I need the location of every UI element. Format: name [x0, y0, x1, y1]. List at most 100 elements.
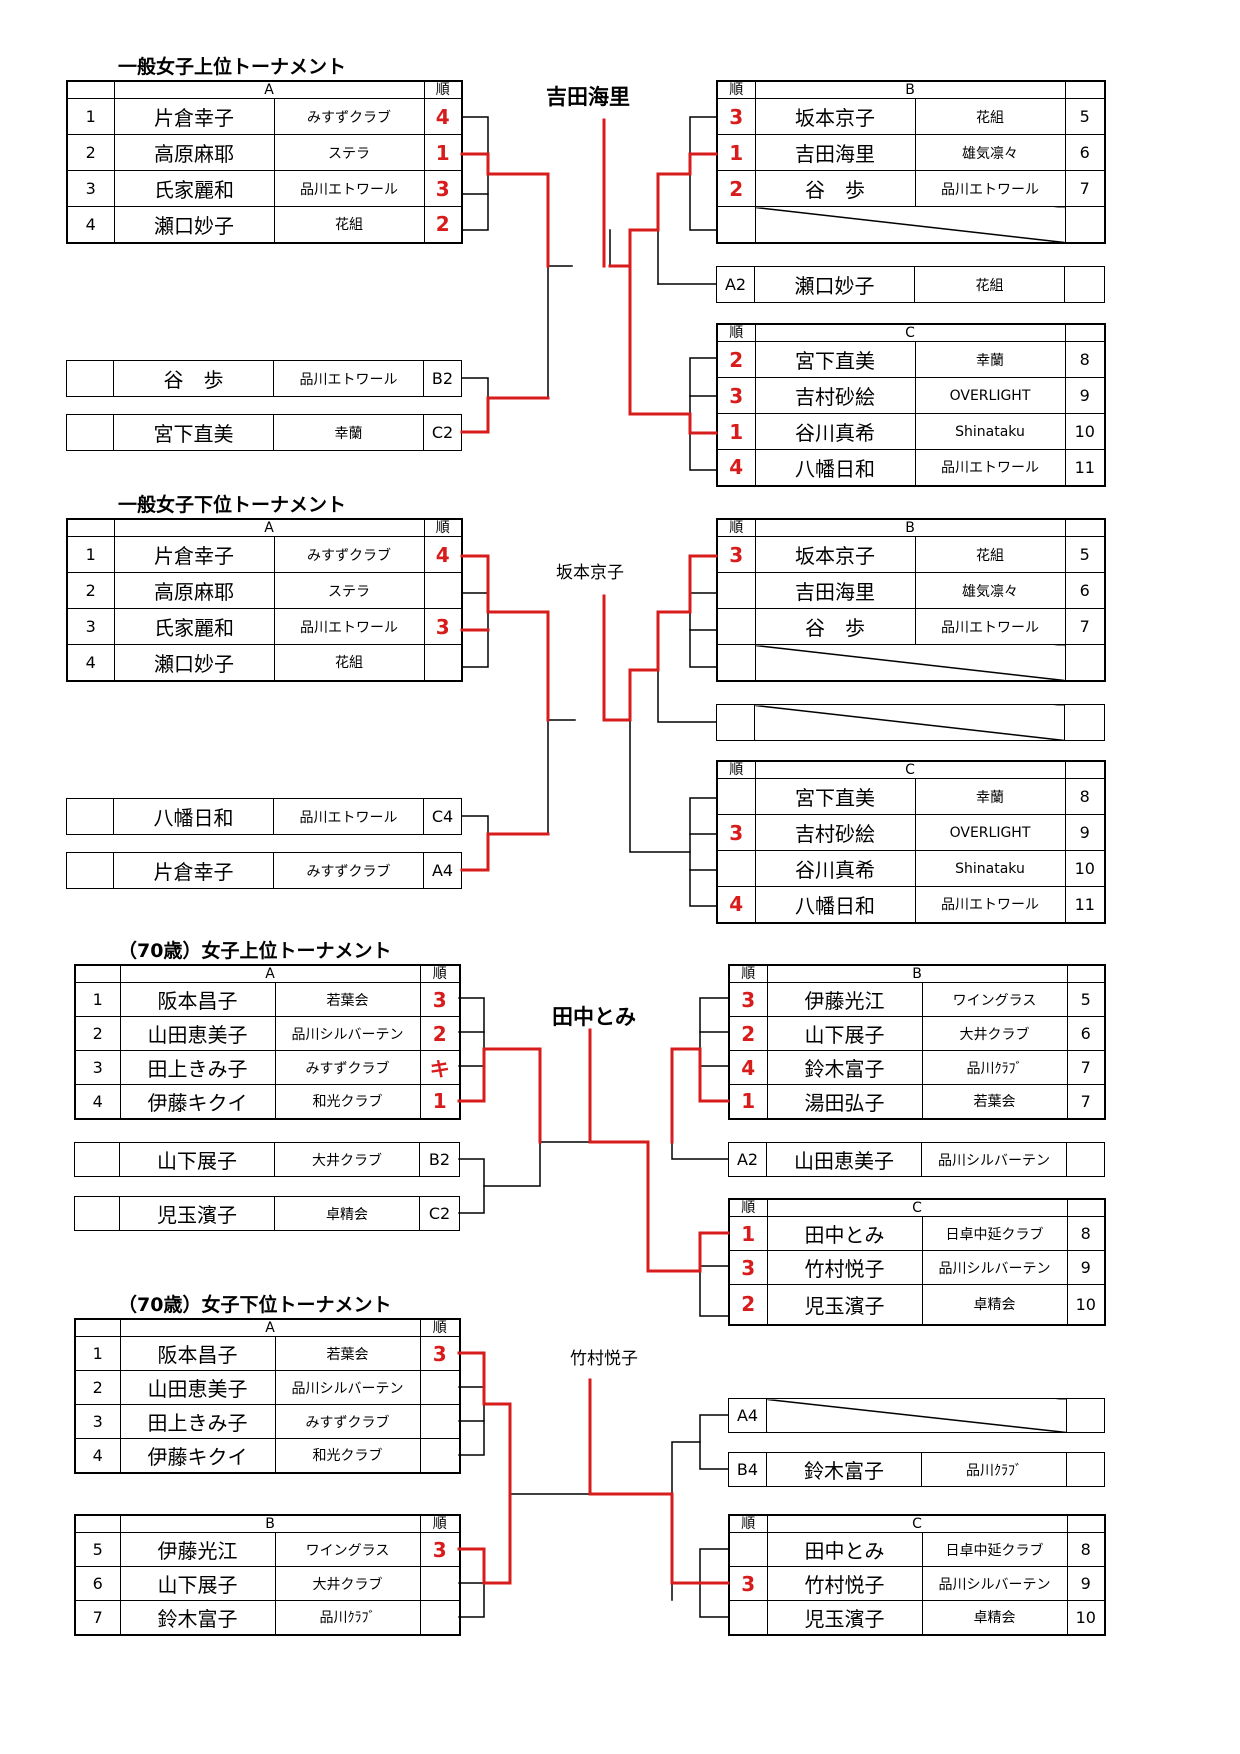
- club-name: みすずクラブ: [274, 1050, 421, 1085]
- player-name: 吉田海里: [754, 572, 916, 609]
- club-name: 日卓中延クラブ: [921, 1216, 1068, 1251]
- club-name: OVERLIGHT: [914, 377, 1066, 414]
- seed-number: 9: [1066, 1250, 1106, 1285]
- player-name: 谷 歩: [754, 608, 916, 645]
- seed-number: 4: [66, 644, 115, 681]
- rank-value: [423, 644, 463, 681]
- club-name: 品川エトワール: [914, 449, 1066, 486]
- player-name: 谷 歩: [754, 170, 916, 207]
- position-tag: C2: [419, 1196, 460, 1231]
- bracket-lines-red: [457, 1028, 730, 1273]
- player-name: 片倉幸子: [113, 98, 275, 135]
- club-name: 品川シルバーテン: [921, 1142, 1067, 1177]
- player-name: 片倉幸子: [113, 852, 274, 889]
- club-name: 和光クラブ: [274, 1084, 421, 1119]
- club-name: 品川エトワール: [273, 608, 425, 645]
- position-tag: C4: [423, 798, 462, 835]
- player-name: 谷 歩: [113, 360, 274, 397]
- bracket-lines-red: [457, 1351, 730, 1585]
- club-name: 卓精会: [921, 1284, 1068, 1325]
- club-name: 品川エトワール: [273, 360, 424, 397]
- player-name: 伊藤キクイ: [119, 1438, 276, 1473]
- player-name: 山下展子: [119, 1142, 275, 1177]
- player-name: 高原麻耶: [113, 134, 275, 171]
- seed-number: 8: [1064, 341, 1106, 378]
- player-name: 田中とみ: [766, 1216, 923, 1251]
- seed-number: 10: [1064, 413, 1106, 450]
- club-name: みすずクラブ: [273, 536, 425, 573]
- player-name: 片倉幸子: [113, 536, 275, 573]
- player-name: 鈴木富子: [766, 1452, 922, 1487]
- club-name: 品川エトワール: [914, 170, 1066, 207]
- player-name: 宮下直美: [113, 414, 274, 451]
- seed-number: 7: [1064, 608, 1106, 645]
- club-name: 若葉会: [921, 1084, 1068, 1119]
- club-name: OVERLIGHT: [914, 814, 1066, 851]
- club-name: 品川シルバーテン: [274, 1016, 421, 1051]
- bracket-lines-red: [460, 554, 718, 872]
- club-name: 品川エトワール: [914, 886, 1066, 923]
- seed-number: 9: [1066, 1566, 1106, 1601]
- club-name: 品川ｸﾗﾌﾞ: [921, 1452, 1067, 1487]
- rank-header: 順: [728, 1198, 768, 1217]
- bracket-lines-black: [461, 555, 717, 907]
- club-name: みすずクラブ: [273, 98, 425, 135]
- player-name: 伊藤光江: [119, 1532, 276, 1567]
- empty-slot: [766, 1398, 1067, 1433]
- section-title: 一般女子上位トーナメント: [118, 56, 347, 78]
- seed-number: 7: [1066, 1050, 1106, 1085]
- player-name: 山下展子: [766, 1016, 923, 1051]
- player-name: 山田恵美子: [766, 1142, 922, 1177]
- rank-header: 順: [716, 760, 756, 779]
- seed-number: 2: [74, 1370, 121, 1405]
- position-tag: A2: [728, 1142, 767, 1177]
- club-name: ワイングラス: [921, 982, 1068, 1017]
- club-name: 品川ｸﾗﾌﾞ: [921, 1050, 1068, 1085]
- club-name: 大井クラブ: [274, 1142, 420, 1177]
- section-title: （70歳）女子上位トーナメント: [118, 940, 392, 962]
- club-name: 卓精会: [921, 1600, 1068, 1635]
- club-name: 品川エトワール: [273, 798, 424, 835]
- rank-value: 4: [423, 536, 463, 573]
- rank-value: 3: [716, 814, 756, 851]
- section-title: （70歳）女子下位トーナメント: [118, 1294, 392, 1316]
- rank-value: 4: [716, 886, 756, 923]
- rank-value: [419, 1370, 461, 1405]
- player-name: 八幡日和: [113, 798, 274, 835]
- club-name: 大井クラブ: [274, 1566, 421, 1601]
- player-name: 吉村砂絵: [754, 377, 916, 414]
- rank-value: 3: [728, 1566, 768, 1601]
- empty-slot: [754, 704, 1065, 741]
- player-name: 児玉濱子: [766, 1600, 923, 1635]
- club-name: 和光クラブ: [274, 1438, 421, 1473]
- rank-header: 順: [419, 964, 461, 983]
- player-name: 伊藤キクイ: [119, 1084, 276, 1119]
- club-name: Shinataku: [914, 850, 1066, 887]
- seed-number: 1: [66, 536, 115, 573]
- rank-value: 3: [423, 170, 463, 207]
- club-name: 幸蘭: [273, 414, 424, 451]
- seed-number: 10: [1064, 850, 1106, 887]
- seed-number: 9: [1064, 377, 1106, 414]
- seed-number: 10: [1066, 1284, 1106, 1325]
- player-name: 高原麻耶: [113, 572, 275, 609]
- player-name: 八幡日和: [754, 886, 916, 923]
- rank-value: 1: [728, 1084, 768, 1119]
- position-tag: B2: [423, 360, 462, 397]
- player-name: 児玉濱子: [119, 1196, 275, 1231]
- club-name: 大井クラブ: [921, 1016, 1068, 1051]
- player-name: 八幡日和: [754, 449, 916, 486]
- player-name: 坂本京子: [754, 536, 916, 573]
- club-name: 品川エトワール: [914, 608, 1066, 645]
- bracket-lines-black: [461, 116, 717, 471]
